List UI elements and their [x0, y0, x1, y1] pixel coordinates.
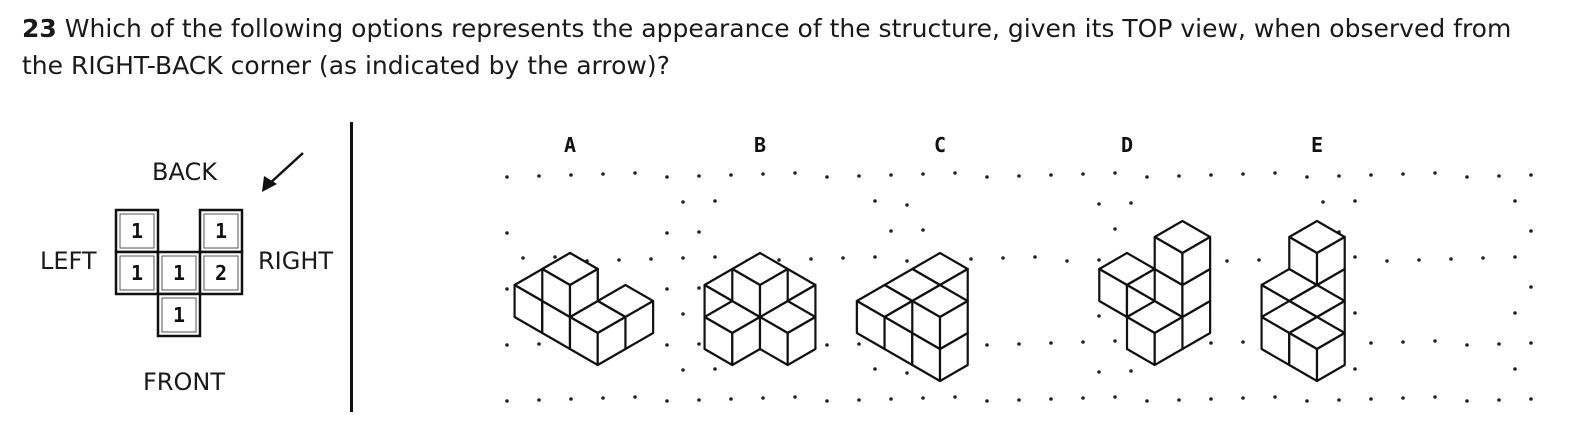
top-view-cell: 1	[114, 250, 160, 296]
isometric-structure	[703, 251, 817, 367]
arrow-down-left-icon	[262, 152, 304, 192]
isometric-structure	[513, 251, 655, 367]
option-letter: C	[934, 133, 946, 157]
option-d[interactable]: D	[1098, 133, 1212, 367]
top-view-cell: 1	[156, 292, 202, 338]
cell-height-label: 1	[131, 261, 143, 285]
option-a[interactable]: A	[513, 133, 655, 367]
top-view-cell: 1	[198, 208, 244, 254]
back-label: BACK	[152, 158, 217, 186]
option-c[interactable]: C	[855, 133, 969, 383]
option-letter: B	[754, 133, 766, 157]
isometric-structure	[855, 251, 969, 383]
top-view-panel: BACK LEFT RIGHT FRONT 1 1 1 1 2 1	[0, 110, 350, 430]
cell-height-label: 1	[173, 303, 185, 327]
option-letter: D	[1121, 133, 1133, 157]
top-view-cell: 1	[114, 208, 160, 254]
option-e[interactable]: E	[1260, 133, 1346, 383]
isometric-structure	[1260, 219, 1346, 383]
option-letter: E	[1311, 133, 1323, 157]
option-letter: A	[564, 133, 576, 157]
top-view-cell: 1	[156, 250, 202, 296]
top-view-grid: 1 1 1 1 2 1	[114, 152, 304, 338]
front-label: FRONT	[143, 368, 225, 396]
option-b[interactable]: B	[703, 133, 817, 367]
left-label: LEFT	[40, 247, 97, 275]
divider	[350, 122, 353, 412]
answer-options: A B C D E	[505, 133, 1533, 403]
isometric-structure	[1098, 219, 1212, 367]
cell-height-label: 2	[215, 261, 227, 285]
cell-height-label: 1	[131, 219, 143, 243]
dot-grid	[505, 171, 1533, 403]
question-text: 23 Which of the following options repres…	[22, 10, 1552, 84]
question-number: 23	[22, 14, 57, 43]
question-body: Which of the following options represent…	[22, 14, 1512, 80]
cell-height-label: 1	[173, 261, 185, 285]
right-label: RIGHT	[258, 247, 334, 275]
top-view-cell: 2	[198, 250, 244, 296]
cell-height-label: 1	[215, 219, 227, 243]
